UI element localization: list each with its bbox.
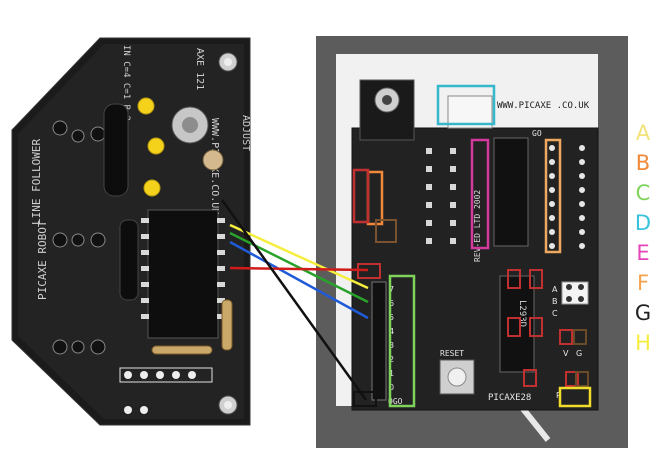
box-red-1 bbox=[352, 168, 370, 224]
yellow-led-1 bbox=[137, 97, 155, 115]
letter-legend: A B C D E F G H bbox=[628, 118, 658, 358]
right-header-pins bbox=[549, 145, 585, 249]
capacitor bbox=[103, 103, 129, 197]
pad-label: C bbox=[552, 309, 558, 318]
row-number: 5 bbox=[389, 313, 394, 322]
row-number: 0 bbox=[389, 383, 394, 392]
line-follower-board: WWW.PICAXE.CO.UK PICAXE ROBOT LINE FOLLO… bbox=[11, 37, 251, 426]
box-red-3 bbox=[507, 269, 521, 289]
left-ic-chip bbox=[147, 209, 219, 339]
pad-label: B bbox=[552, 297, 558, 306]
box-brown-3 bbox=[575, 371, 589, 387]
wire-blue bbox=[229, 240, 369, 320]
row-number: 7 bbox=[389, 285, 394, 294]
box-red-5 bbox=[507, 317, 521, 337]
header-top-label: GO bbox=[532, 129, 542, 138]
legend-letter-b: B bbox=[635, 151, 651, 175]
legend-letter-g: G bbox=[634, 301, 652, 325]
sensor-row-bottom bbox=[52, 339, 106, 355]
box-red-9 bbox=[565, 371, 579, 387]
left-config-text: IN C=4 C=1 R=2 bbox=[121, 45, 131, 121]
picaxe28-panel: WWW.PICAXE .CO.UK GO L293D REV-ED LTD 20… bbox=[316, 36, 628, 448]
box-red-4 bbox=[529, 269, 543, 289]
socket-pins bbox=[426, 148, 456, 244]
l293d-chip bbox=[499, 275, 535, 373]
capacitor-2 bbox=[119, 219, 139, 301]
numbered-header: 7 6 5 4 3 2 1 0 bbox=[371, 281, 394, 401]
resistor-2 bbox=[221, 299, 233, 351]
yellow-led-3 bbox=[143, 179, 161, 197]
l293d-label: L293D bbox=[517, 300, 527, 327]
legend-letter-h: H bbox=[635, 331, 651, 355]
wire-red bbox=[229, 266, 369, 272]
vendor-label: REV-ED LTD 2002 bbox=[473, 190, 482, 262]
left-product-text: PICAXE ROBOT bbox=[36, 220, 49, 300]
legend-letter-d: D bbox=[634, 211, 652, 235]
battery-connector bbox=[447, 95, 493, 129]
box-brown-2 bbox=[573, 329, 587, 345]
box-red-7 bbox=[523, 369, 537, 387]
left-axe-text: AXE 121 bbox=[194, 48, 205, 90]
box-red-6 bbox=[529, 317, 543, 337]
main-chip bbox=[493, 137, 529, 247]
row-number: 4 bbox=[389, 327, 394, 336]
box-a-header bbox=[544, 138, 562, 254]
left-bottom-pads bbox=[119, 367, 213, 414]
row-number: 6 bbox=[389, 299, 394, 308]
sensor-row-top bbox=[52, 120, 106, 143]
box-g-black bbox=[353, 391, 377, 407]
pad-label: G bbox=[576, 349, 582, 358]
row-number: 2 bbox=[389, 355, 394, 364]
sensor-row-middle bbox=[52, 232, 106, 248]
legend-letter-c: C bbox=[635, 181, 651, 205]
model-label: PICAXE28 bbox=[488, 393, 531, 403]
left-ic-pins bbox=[141, 218, 225, 319]
wire-yellow bbox=[229, 223, 369, 290]
left-adjust-text: ADJUST bbox=[240, 115, 251, 151]
box-h-yellow bbox=[558, 386, 592, 408]
row-number: 3 bbox=[389, 341, 394, 350]
box-red-8 bbox=[559, 329, 573, 345]
legend-letter-e: E bbox=[636, 241, 650, 265]
pad-label: V bbox=[563, 349, 569, 358]
legend-letter-a: A bbox=[635, 121, 651, 145]
connection-wires bbox=[220, 199, 369, 401]
pad-label: A bbox=[552, 285, 558, 294]
box-c-green bbox=[388, 274, 416, 408]
box-d-battery bbox=[436, 84, 496, 126]
wire-black bbox=[220, 199, 368, 401]
resistor-1 bbox=[151, 345, 213, 355]
left-follower-text: LINE FOLLOWER bbox=[30, 139, 43, 225]
right-brand-text: WWW.PICAXE .CO.UK bbox=[497, 101, 590, 111]
box-brown bbox=[375, 219, 397, 243]
reset-label: RESET bbox=[440, 349, 464, 358]
header-bottom-label: OGO bbox=[388, 397, 403, 406]
row-number: 1 bbox=[389, 369, 394, 378]
legend-letter-f: F bbox=[636, 271, 650, 295]
box-e-chip-pins bbox=[470, 138, 490, 250]
yellow-led-2 bbox=[147, 137, 165, 155]
